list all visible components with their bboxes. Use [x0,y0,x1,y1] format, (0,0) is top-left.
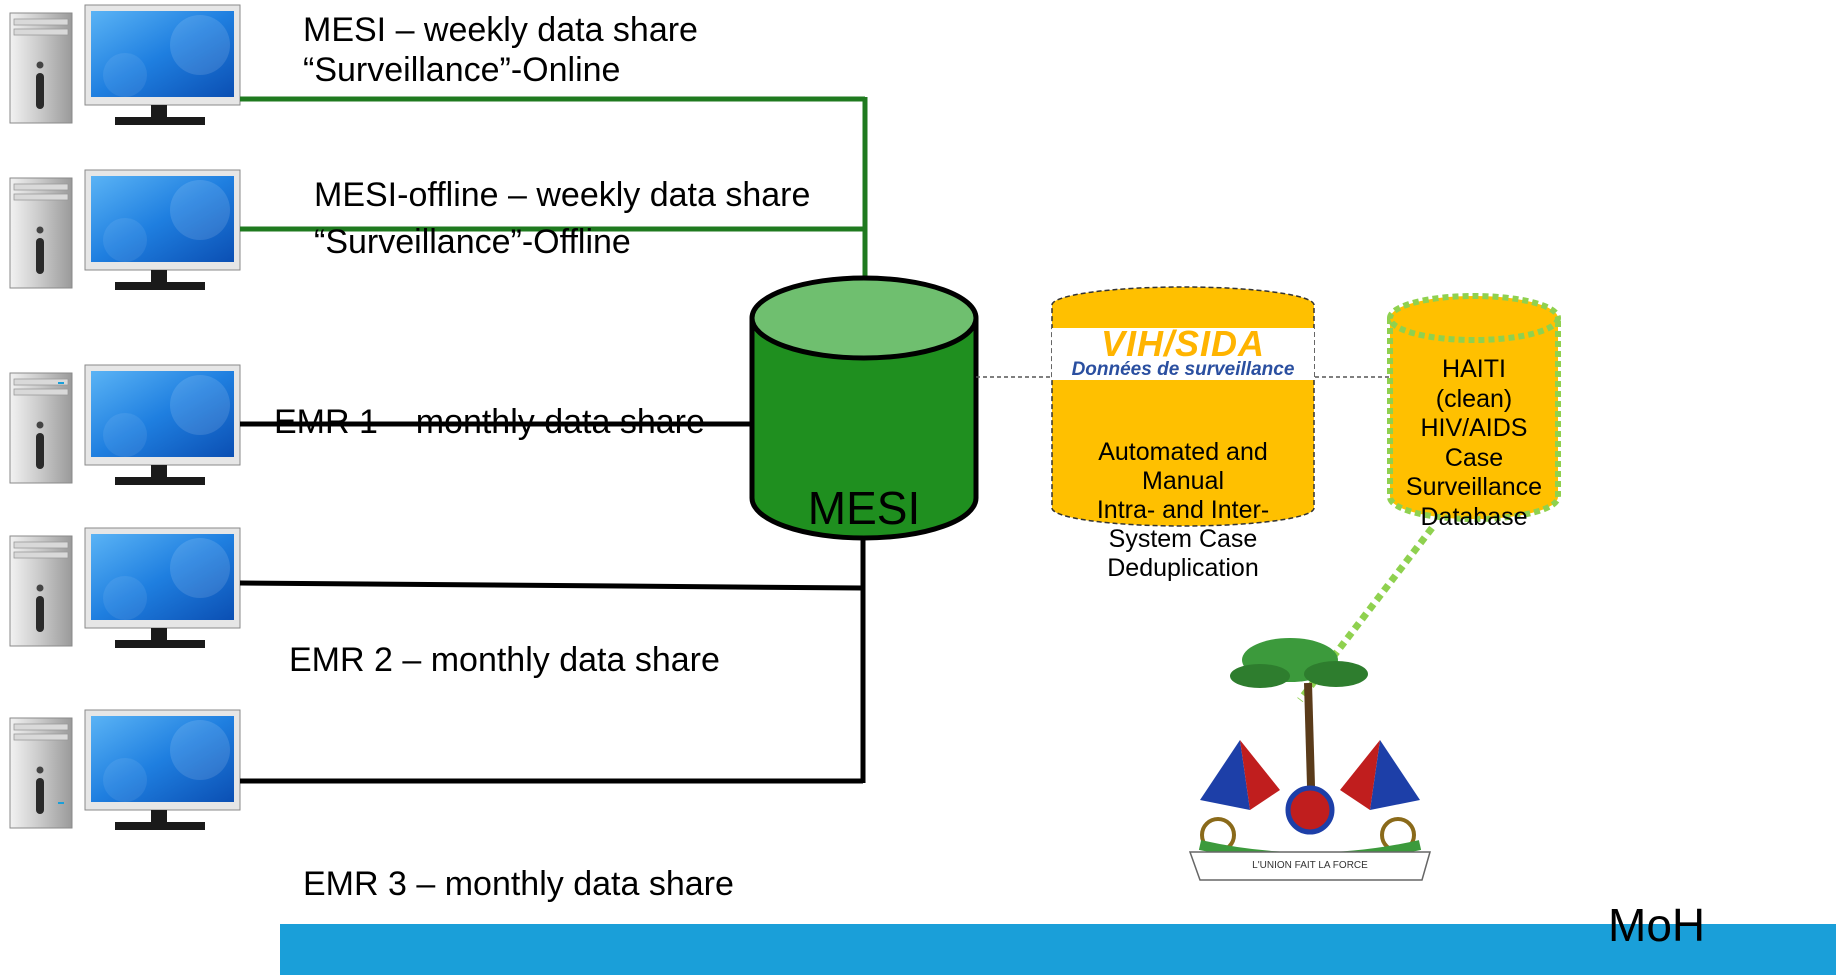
label-mesi-online-1: MESI – weekly data share [303,11,698,49]
motto-text: L'UNION FAIT LA FORCE [1252,860,1368,871]
label-emr2: EMR 2 – monthly data share [289,641,720,679]
dedup-line-4: System Case [1108,525,1258,553]
dedup-text: Automated and Manual Intra- and Inter- S… [1052,438,1314,583]
coat-of-arms-icon [1188,638,1431,881]
haiti-database [1387,293,1561,522]
computer-emr2 [9,527,241,649]
blue-tick-1 [58,382,64,384]
haiti-line-2: (clean) [1435,384,1513,413]
bottom-band [280,924,1836,975]
haiti-line-6: Database [1420,502,1528,531]
label-emr3: EMR 3 – monthly data share [303,865,734,903]
dedup-line-5: Deduplication [1107,554,1259,582]
logo-title: VIH/SIDA [1100,323,1266,364]
dedup-box [1051,286,1315,527]
dedup-line-1: Automated and [1098,438,1268,466]
vih-sida-logo: VIH/SIDA Données de surveillance [1054,323,1312,380]
haiti-db-text: HAITI (clean) HIV/AIDS Case Surveillance… [1398,355,1550,532]
haiti-line-1: HAITI [1442,355,1506,383]
computer-emr1 [9,364,241,486]
mesi-db-label: MESI [807,482,921,534]
dedup-line-3: Intra- and Inter- [1096,496,1270,524]
dedup-line-2: Manual [1142,467,1224,495]
computer-mesi-online [9,4,241,126]
label-emr1: EMR 1 – monthly data share [274,403,705,441]
moh-label: MoH [1608,899,1706,951]
logo-subtitle: Données de surveillance [1071,359,1295,380]
haiti-line-5: Surveillance [1405,473,1543,501]
link-emr2 [239,580,864,591]
haiti-line-3: HIV/AIDS [1420,414,1528,442]
label-mesi-offline-2: “Surveillance”-Offline [314,223,631,261]
black-links [239,421,866,784]
label-mesi-online-2: “Surveillance”-Online [303,51,621,89]
computer-mesi-offline [9,169,241,291]
haiti-line-4: Case [1444,443,1504,472]
green-links [240,96,868,292]
mesi-database [749,275,979,541]
blue-tick-2 [58,802,64,804]
label-mesi-offline-1: MESI-offline – weekly data share [314,176,811,214]
computer-emr3 [9,709,241,831]
